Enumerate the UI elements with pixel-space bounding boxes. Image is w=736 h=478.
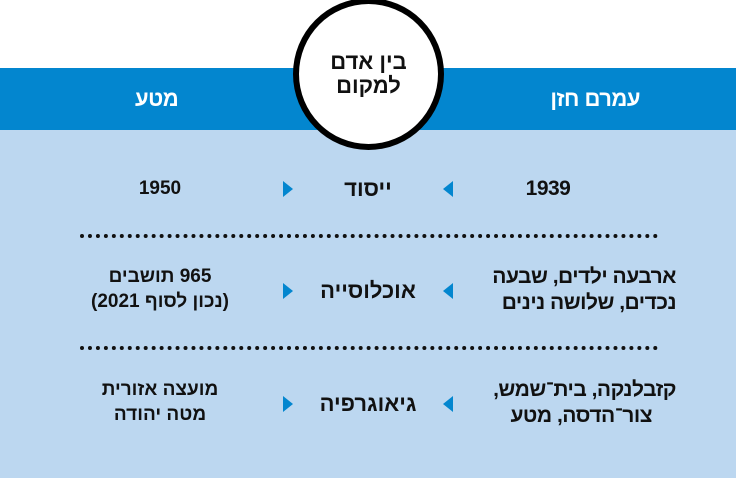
text-line: מטה יהודה <box>113 404 207 425</box>
label-population: אוכלוסייה <box>283 278 453 304</box>
text-line: מועצה אזורית <box>101 379 219 400</box>
place-population: 965 תושבים (נכון לסוף 2021) <box>60 264 260 314</box>
label-founding: ייסוד <box>283 176 453 202</box>
person-name: עמרם חזן <box>550 86 640 111</box>
text-line: ארבעה ילדים, שבעה <box>492 265 676 288</box>
arrow-left-icon <box>443 181 453 197</box>
content-background <box>0 130 736 478</box>
title-line-2: למקום <box>336 73 401 98</box>
arrow-right-icon <box>283 396 294 412</box>
arrow-left-icon <box>443 283 453 299</box>
place-name: מטע <box>135 86 179 111</box>
person-population: ארבעה ילדים, שבעה נכדים, שלושה נינים <box>446 264 676 316</box>
label-geography: גיאוגרפיה <box>283 391 453 417</box>
row-label: ייסוד <box>344 176 392 201</box>
person-founding: 1939 <box>488 176 608 202</box>
text-line: 965 תושבים <box>108 266 212 287</box>
text-line: 1939 <box>525 177 571 200</box>
text-line: קזבלנקה, בית־שמש, <box>493 378 676 401</box>
divider <box>80 234 658 238</box>
arrow-left-icon <box>443 396 453 412</box>
row-label: גיאוגרפיה <box>319 391 417 416</box>
text-line: נכדים, שלושה נינים <box>501 291 677 314</box>
person-geography: קזבלנקה, בית־שמש, צור־הדסה, מטע <box>446 377 676 429</box>
title-circle: בין אדם למקום <box>293 0 444 150</box>
text-line: 1950 <box>138 178 182 199</box>
arrow-right-icon <box>283 181 293 197</box>
title-line-1: בין אדם <box>330 49 407 74</box>
divider <box>80 346 658 350</box>
text-line: צור־הדסה, מטע <box>510 404 652 427</box>
place-founding: 1950 <box>60 176 260 201</box>
arrow-right-icon <box>283 283 294 299</box>
row-label: אוכלוסייה <box>320 278 416 303</box>
place-geography: מועצה אזורית מטה יהודה <box>60 377 260 427</box>
text-line: (נכון לסוף 2021) <box>91 291 229 312</box>
